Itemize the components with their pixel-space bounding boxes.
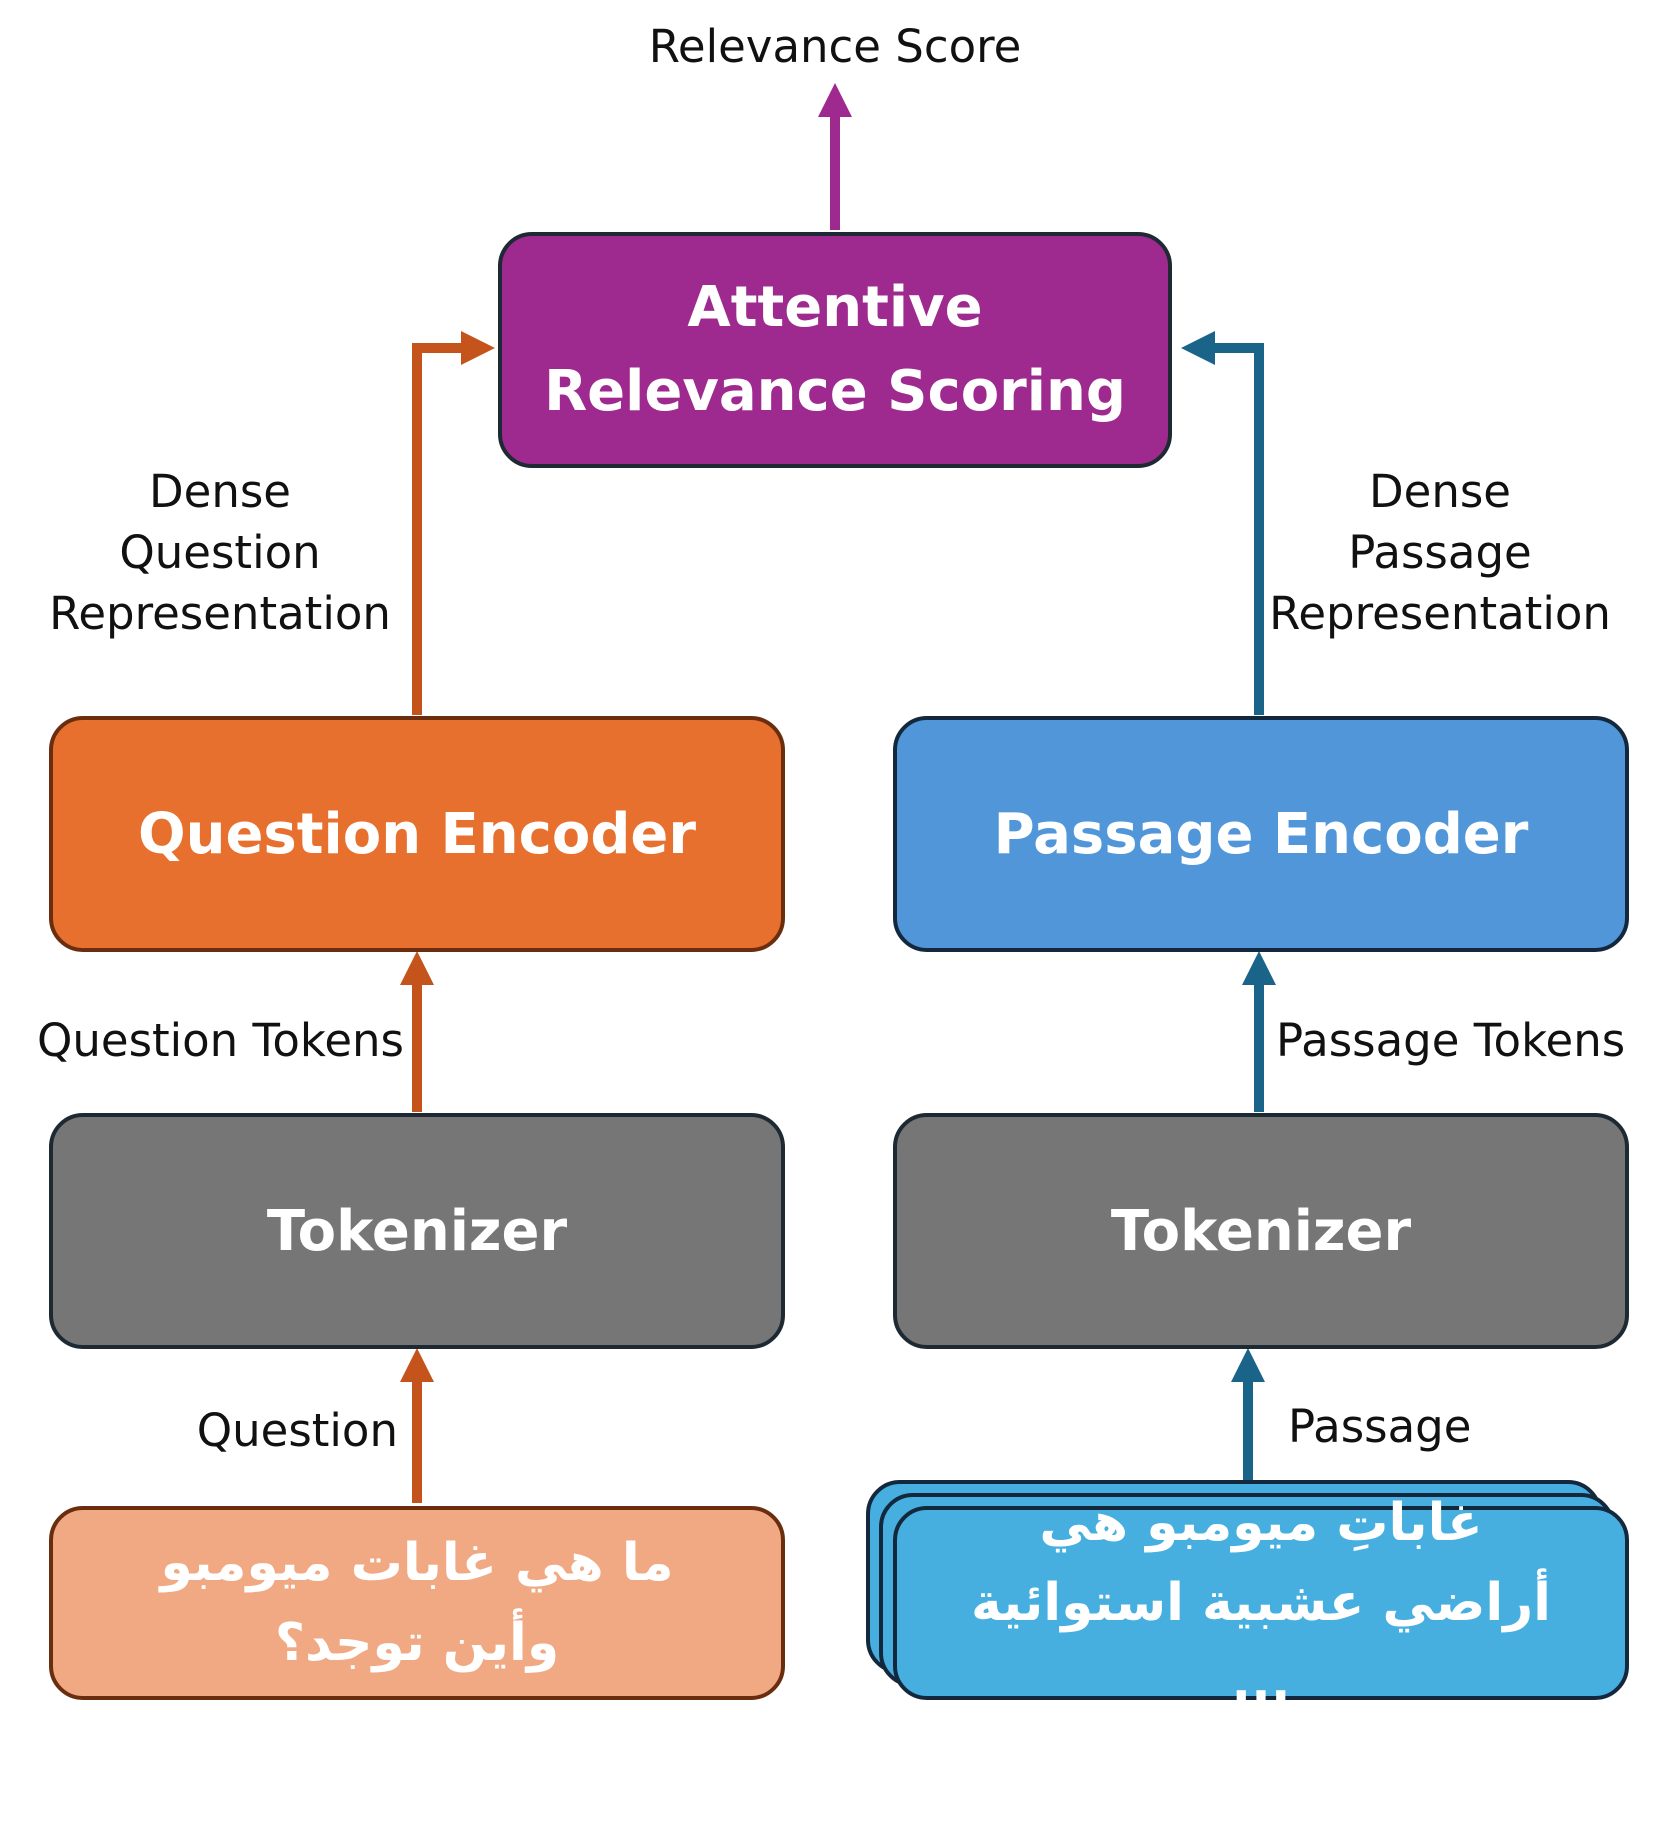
question-tokenizer-label: Tokenizer — [266, 1198, 568, 1264]
dense-passage-line3: Representation — [1269, 587, 1611, 640]
dense-question-line1: Dense — [149, 465, 291, 518]
question-tokenizer-box: Tokenizer — [49, 1113, 785, 1349]
dense-question-line3: Representation — [49, 587, 391, 640]
dense-question-line2: Question — [119, 526, 321, 579]
question-input-text: ما هي غابات ميومبو وأين توجد؟ — [160, 1533, 674, 1673]
passage-input-text: غاباتِ ميومبو هي أراضي عشبية استوائية ..… — [971, 1493, 1551, 1713]
question-encoder-label: Question Encoder — [137, 801, 697, 867]
question-tokens-label: Question Tokens — [36, 1014, 404, 1067]
scoring-label: Attentive Relevance Scoring — [544, 275, 1126, 424]
question-encoder-box: Question Encoder — [49, 716, 785, 952]
relevance-score-label: Relevance Score — [648, 20, 1022, 73]
dense-passage-line1: Dense — [1369, 465, 1511, 518]
attentive-relevance-scoring-box: Attentive Relevance Scoring — [498, 232, 1172, 468]
question-label: Question — [196, 1404, 398, 1457]
passage-encoder-box: Passage Encoder — [893, 716, 1629, 952]
dense-passage-label: Dense Passage Representation — [1260, 461, 1620, 644]
dense-question-label: Dense Question Representation — [40, 461, 400, 644]
passage-encoder-label: Passage Encoder — [993, 801, 1529, 867]
dense-passage-arrow — [1180, 330, 1264, 715]
passage-tokenizer-label: Tokenizer — [1110, 1198, 1412, 1264]
dense-passage-line2: Passage — [1348, 526, 1532, 579]
passage-tokenizer-box: Tokenizer — [893, 1113, 1629, 1349]
dense-question-arrow — [412, 330, 496, 715]
passage-input-box: غاباتِ ميومبو هي أراضي عشبية استوائية ..… — [893, 1493, 1629, 1713]
question-input-box: ما هي غابات ميومبو وأين توجد؟ — [49, 1506, 785, 1700]
passage-label: Passage — [1288, 1400, 1472, 1453]
passage-tokens-label: Passage Tokens — [1276, 1014, 1626, 1067]
